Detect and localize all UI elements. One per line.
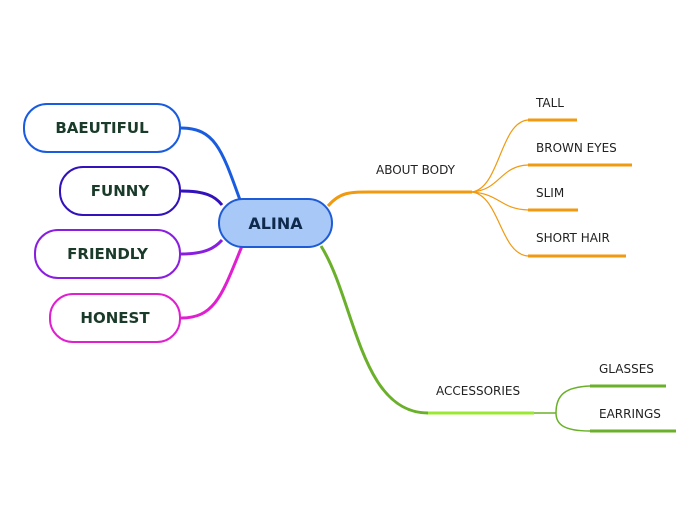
node-honest[interactable]: HONEST	[49, 293, 181, 343]
connector-earrings	[555, 412, 591, 432]
connector-funny	[180, 189, 224, 206]
central-topic[interactable]: ALINA	[218, 198, 333, 248]
node-label: HONEST	[80, 309, 150, 327]
subtopic-brown-eyes[interactable]: BROWN EYES	[536, 141, 617, 155]
branch-about-body[interactable]: ABOUT BODY	[376, 163, 455, 177]
connector-glasses	[555, 385, 591, 414]
node-baeutiful[interactable]: BAEUTIFUL	[23, 103, 181, 153]
connector-tall	[471, 119, 529, 193]
connector-accessories	[319, 245, 429, 415]
central-topic-label: ALINA	[248, 213, 303, 233]
connector-honest	[180, 245, 244, 320]
subtopic-slim[interactable]: SLIM	[536, 186, 565, 200]
connector-brown-eyes	[471, 164, 529, 193]
subtopic-earrings[interactable]: EARRINGS	[599, 407, 661, 421]
node-friendly[interactable]: FRIENDLY	[34, 229, 181, 279]
subtopic-tall[interactable]: TALL	[536, 96, 564, 110]
node-funny[interactable]: FUNNY	[59, 166, 181, 216]
subtopic-short-hair[interactable]: SHORT HAIR	[536, 231, 610, 245]
connector-short-hair	[471, 191, 529, 257]
branch-accessories[interactable]: ACCESSORIES	[436, 384, 521, 398]
node-label: FRIENDLY	[67, 245, 148, 263]
subtopic-glasses[interactable]: GLASSES	[599, 362, 654, 376]
connector-baeutiful	[180, 126, 242, 201]
connector-about-body	[326, 190, 472, 207]
connector-slim	[471, 191, 529, 211]
node-label: FUNNY	[90, 182, 150, 200]
node-label: BAEUTIFUL	[55, 119, 149, 137]
connector-friendly	[180, 238, 224, 256]
